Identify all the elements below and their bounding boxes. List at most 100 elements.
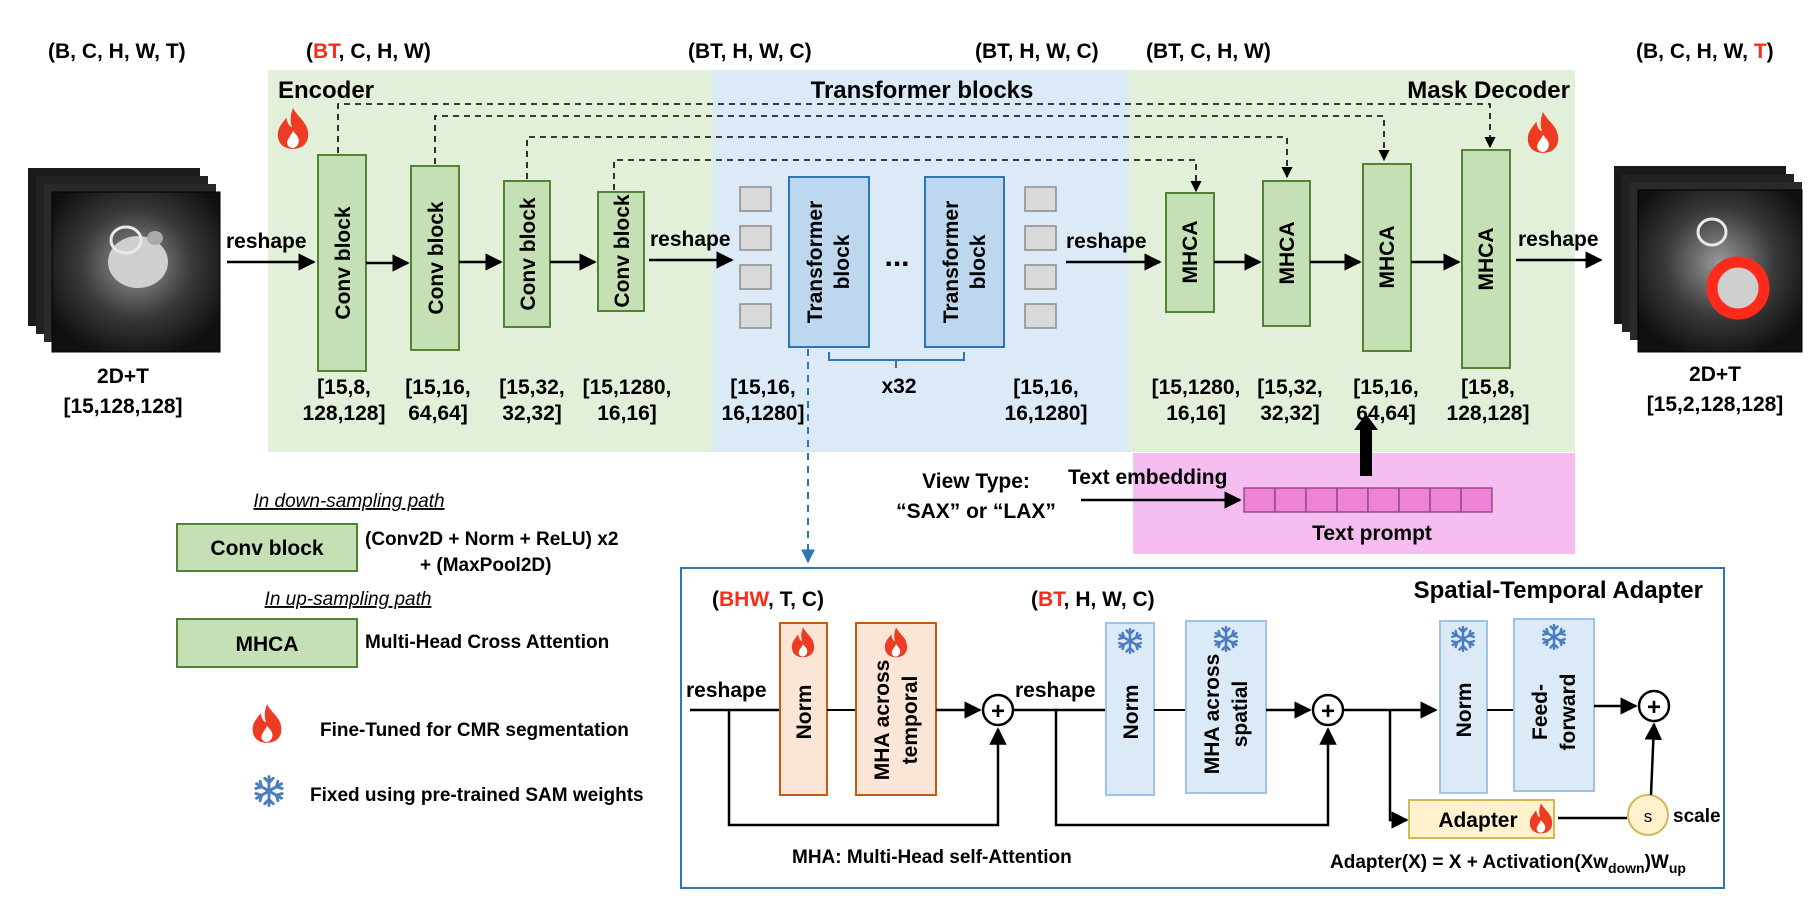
output-tokens xyxy=(1024,186,1057,329)
norm-temporal: Norm xyxy=(779,622,828,796)
transformer-block-1: Transformer block xyxy=(788,176,870,348)
svg-text:MHA across: MHA across xyxy=(1201,654,1224,775)
adapter-reshape-2: reshape xyxy=(1015,679,1096,702)
conv-block-2: Conv block xyxy=(410,165,460,351)
conv-block-3: Conv block xyxy=(503,180,551,328)
adapter-branch xyxy=(1388,710,1409,829)
norm-ff: Norm xyxy=(1439,620,1488,794)
svg-text:MHCA: MHCA xyxy=(1276,222,1299,285)
mhca-dim-4a: [15,8, xyxy=(1461,376,1515,399)
svg-text:+: + xyxy=(1647,694,1661,721)
tf-dim-out-a: [15,16, xyxy=(1013,376,1078,399)
svg-text:MHCA: MHCA xyxy=(1179,221,1202,284)
feedforward: Feed- forward xyxy=(1513,618,1595,792)
output-label-2: [15,2,128,128] xyxy=(1647,393,1784,416)
text-prompt-label: Text prompt xyxy=(1312,522,1432,545)
adapter-title: Spatial-Temporal Adapter xyxy=(1414,577,1703,604)
tf-dim-out-b: 16,1280] xyxy=(1005,402,1088,425)
shape-transformer-in: (BT, H, W, C) xyxy=(688,40,812,63)
svg-text:Conv block: Conv block xyxy=(332,206,355,320)
reshape-label-tf: reshape xyxy=(1066,230,1147,253)
legend-snowflake-icon xyxy=(254,775,284,807)
tf-dim-in-a: [15,16, xyxy=(730,376,795,399)
mhca-block-4: MHCA xyxy=(1461,149,1511,369)
output-label-1: 2D+T xyxy=(1689,363,1741,386)
legend-mhca-desc: Multi-Head Cross Attention xyxy=(365,632,609,653)
mha-spatial: MHA across spatial xyxy=(1185,620,1267,794)
conv-dim-3a: [15,32, xyxy=(499,376,564,399)
legend-up-title: In up-sampling path xyxy=(265,589,432,610)
tf-dim-in-b: 16,1280] xyxy=(722,402,805,425)
reshape-label-in: reshape xyxy=(226,230,307,253)
svg-text:block: block xyxy=(967,234,990,289)
svg-text:Adapter: Adapter xyxy=(1438,809,1517,832)
mhca-dim-2b: 32,32] xyxy=(1260,402,1320,425)
residual-path-2 xyxy=(1054,710,1337,827)
skip-connections xyxy=(337,103,1496,193)
mha-temporal: MHA across temporal xyxy=(855,622,937,796)
svg-text:temporal: temporal xyxy=(899,676,922,765)
svg-text:forward: forward xyxy=(1557,673,1580,750)
adapter-shape-1: (BHW, T, C) xyxy=(712,588,824,611)
svg-text:MHCA: MHCA xyxy=(1475,228,1498,291)
transformer-block-32: Transformer block xyxy=(924,176,1005,348)
segmentation-ring xyxy=(1706,256,1770,320)
svg-text:s: s xyxy=(1644,807,1653,826)
scale-node xyxy=(1627,794,1669,836)
repeat-brace xyxy=(828,352,965,368)
svg-text:Transformer: Transformer xyxy=(940,201,963,324)
skip-connection-3 xyxy=(526,136,1293,179)
scale-label: scale xyxy=(1673,806,1721,827)
encoder-title: Encoder xyxy=(278,77,374,104)
legend-conv-label: Conv block xyxy=(210,537,324,560)
transformer-title: Transformer blocks xyxy=(811,77,1034,104)
svg-text:Feed-: Feed- xyxy=(1529,684,1552,740)
legend-mhca-label: MHCA xyxy=(236,633,299,656)
norm-spatial: Norm xyxy=(1105,622,1155,796)
mhca-dim-1a: [15,1280, xyxy=(1152,376,1241,399)
skip-connection-4 xyxy=(613,159,1202,193)
legend-conv-desc-1: (Conv2D + Norm + ReLU) x2 xyxy=(365,529,618,550)
transformer-region xyxy=(713,70,1129,452)
svg-text:Conv block: Conv block xyxy=(517,197,540,311)
conv-dim-4a: [15,1280, xyxy=(583,376,672,399)
legend-snow-desc: Fixed using pre-trained SAM weights xyxy=(310,785,644,806)
input-tokens xyxy=(739,186,772,329)
shape-decoder: (BT, C, H, W) xyxy=(1146,40,1271,63)
svg-text:spatial: spatial xyxy=(1229,681,1252,748)
svg-text:MHA across: MHA across xyxy=(871,660,894,781)
input-label-1: 2D+T xyxy=(97,365,149,388)
repeat-label: x32 xyxy=(881,375,916,398)
svg-text:Transformer: Transformer xyxy=(804,201,827,324)
svg-text:+: + xyxy=(991,698,1005,725)
legend-fire-desc: Fine-Tuned for CMR segmentation xyxy=(320,720,629,741)
shape-output: (B, C, H, W, T) xyxy=(1636,40,1774,63)
legend-conv-desc-2: + (MaxPool2D) xyxy=(420,555,551,576)
svg-text:+: + xyxy=(1321,698,1335,725)
residual-path-1 xyxy=(727,710,1007,827)
conv-dim-1a: [15,8, xyxy=(317,376,371,399)
conv-dim-3b: 32,32] xyxy=(502,402,562,425)
adapter-shape-2: (BT, H, W, C) xyxy=(1031,588,1155,611)
mhca-dim-3b: 64,64] xyxy=(1356,402,1416,425)
svg-text:MHCA: MHCA xyxy=(1376,226,1399,289)
svg-text:Conv block: Conv block xyxy=(611,194,634,308)
legend-flame-icon xyxy=(252,704,282,743)
reshape-label-enc: reshape xyxy=(650,228,731,251)
conv-dim-2b: 64,64] xyxy=(408,402,468,425)
adapter-reshape-1: reshape xyxy=(686,679,767,702)
legend-mhca-swatch xyxy=(176,618,358,668)
svg-text:Norm: Norm xyxy=(793,685,816,740)
conv-arrows xyxy=(366,253,597,272)
mhca-dim-3a: [15,16, xyxy=(1353,376,1418,399)
text-embedding-label: Text embedding xyxy=(1068,466,1227,489)
svg-text:Conv block: Conv block xyxy=(425,201,448,315)
decoder-title: Mask Decoder xyxy=(1407,77,1570,104)
mhca-dim-1b: 16,16] xyxy=(1166,402,1226,425)
conv-dim-2a: [15,16, xyxy=(405,376,470,399)
mhca-block-3: MHCA xyxy=(1362,163,1412,352)
svg-text:block: block xyxy=(831,234,854,289)
sum-node-3 xyxy=(1637,689,1671,723)
conv-dim-4b: 16,16] xyxy=(597,402,657,425)
